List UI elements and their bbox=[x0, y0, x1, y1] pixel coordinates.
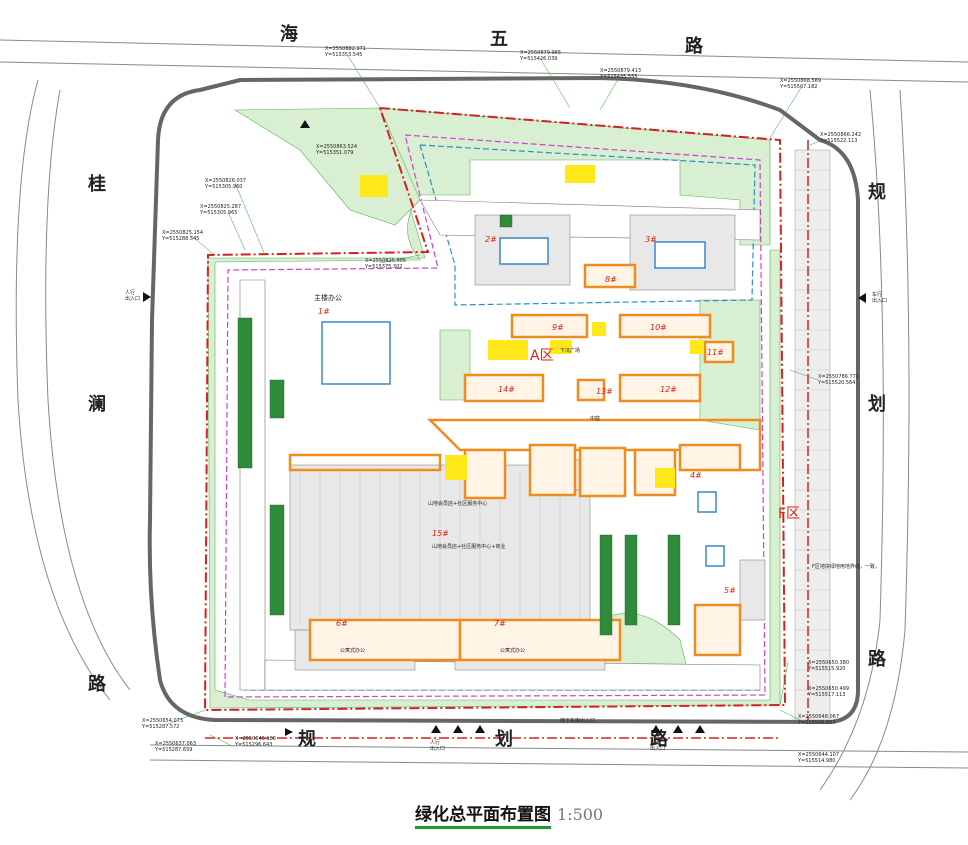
south-entrance-arrow-3 bbox=[453, 725, 463, 733]
building-num-3: 3# bbox=[645, 235, 657, 244]
central-square-label: 中庭 bbox=[590, 415, 600, 422]
building-num-4: 4# bbox=[690, 471, 702, 480]
building-num-7: 7# bbox=[494, 619, 506, 628]
parking-strip-east bbox=[794, 149, 831, 721]
site-perimeter-road bbox=[147, 75, 860, 725]
mall-center-label: 山地会员店+社区服务中心 bbox=[428, 500, 487, 507]
street-network bbox=[0, 39, 968, 801]
plaza-label: 下沉广场 bbox=[560, 347, 580, 354]
south-entrance-label: 人行出入口 bbox=[430, 739, 445, 752]
building-num-8: 8# bbox=[605, 275, 617, 284]
building-num-6: 6# bbox=[336, 619, 348, 628]
south-entrance-arrow-1 bbox=[285, 728, 293, 736]
east-entrance-label: 车行出入口 bbox=[872, 291, 887, 304]
building-num-5: 5# bbox=[724, 586, 736, 595]
plan-scale: 1:500 bbox=[557, 805, 604, 824]
plan-title: 绿化总平面布置图 1:500 bbox=[415, 800, 604, 829]
building-name-6: 公寓式办公 bbox=[340, 647, 365, 654]
tree-strips bbox=[237, 214, 681, 636]
west-entrance-label: 人行出入口 bbox=[125, 289, 140, 302]
north-entrance-arrow bbox=[300, 120, 310, 128]
road-name-north-3: 路 bbox=[685, 35, 704, 57]
south-entrance-arrow-4 bbox=[475, 725, 485, 733]
road-name-south-1: 规 bbox=[298, 729, 316, 750]
garage-label: 地下车库出入口 bbox=[560, 717, 595, 724]
hatched-buildings bbox=[289, 214, 766, 671]
building-num-1: 1# bbox=[318, 307, 330, 316]
road-name-north-2: 五 bbox=[490, 29, 508, 50]
road-name-east-1: 规 bbox=[868, 182, 886, 203]
coordinate-callouts bbox=[167, 55, 823, 746]
magenta-setback-line bbox=[224, 134, 766, 698]
south-entrance-arrow-5 bbox=[651, 725, 661, 733]
west-entrance-arrow bbox=[143, 292, 151, 302]
road-name-south-2: 划 bbox=[495, 728, 513, 750]
road-name-west-2: 澜 bbox=[88, 393, 106, 415]
building-num-2: 2# bbox=[485, 235, 497, 244]
commercial-buildings bbox=[288, 263, 762, 662]
building-num-12: 12# bbox=[660, 385, 677, 394]
building-num-14: 14# bbox=[498, 385, 515, 394]
south-entrance-arrow-2 bbox=[431, 725, 441, 733]
south-entrance-arrow-7 bbox=[695, 725, 705, 733]
building-num-13: 13# bbox=[596, 387, 613, 396]
road-name-north-1: 海 bbox=[280, 23, 298, 45]
plan-title-text: 绿化总平面布置图 bbox=[415, 805, 551, 829]
building-num-15: 15# bbox=[432, 529, 449, 538]
building-num-10: 10# bbox=[650, 323, 667, 332]
road-name-east-2: 划 bbox=[868, 393, 886, 415]
building-name-7: 公寓式办公 bbox=[500, 647, 525, 654]
east-entrance-arrow bbox=[858, 293, 866, 303]
sunken-plazas bbox=[360, 165, 704, 488]
road-name-west-1: 桂 bbox=[87, 173, 106, 195]
building-num-11: 11# bbox=[707, 348, 724, 357]
site-red-line bbox=[203, 106, 787, 712]
south-entrance-arrow-6 bbox=[673, 725, 683, 733]
zone-a-label: A区 bbox=[530, 348, 554, 364]
road-name-east-3: 路 bbox=[868, 648, 887, 670]
building-num-9: 9# bbox=[552, 323, 564, 332]
road-name-south-3: 路 bbox=[650, 728, 669, 750]
building-name-15: 山地会员店+社区服务中心+商业 bbox=[432, 543, 505, 550]
entrance-markers bbox=[143, 120, 866, 736]
building-name-1: 主楼办公 bbox=[314, 293, 342, 302]
zone-f-label: F区 bbox=[778, 506, 800, 522]
road-name-west-3: 路 bbox=[88, 673, 107, 695]
east-note-label: F区地块绿地用地界线，一致。 bbox=[812, 563, 880, 570]
south-vehicle-label: 车行出入口 bbox=[650, 739, 665, 752]
